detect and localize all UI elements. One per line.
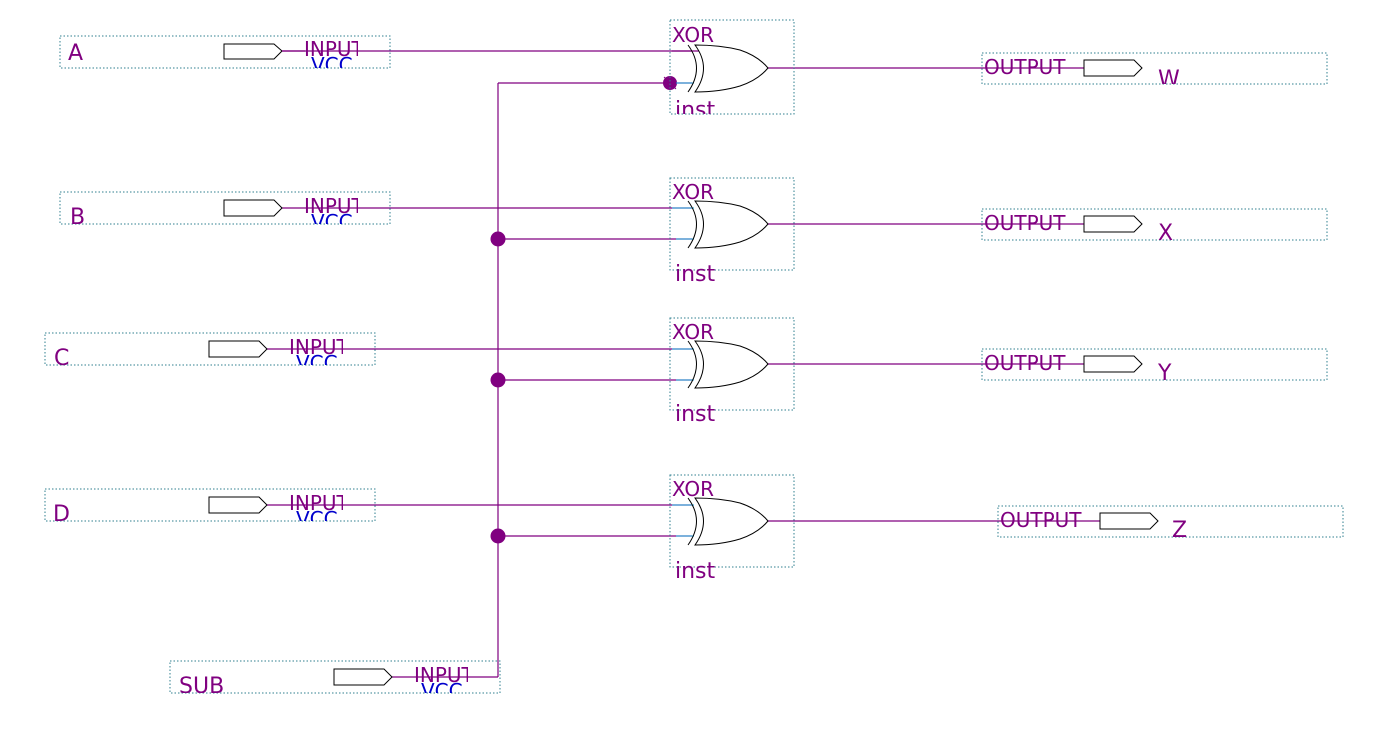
input-pin-default: VCC — [296, 351, 338, 375]
input-pin-symbol — [333, 668, 393, 686]
xor-gate-symbol — [694, 497, 769, 546]
output-pin-type: OUTPUT — [1000, 508, 1082, 532]
output-pin-y[interactable]: OUTPUT Y — [981, 348, 1328, 386]
input-pin-type: INPUT — [304, 37, 365, 61]
xor-gate-4[interactable]: XOR inst — [669, 474, 795, 584]
output-pin-symbol — [1083, 59, 1143, 77]
gate-instance: inst — [675, 402, 716, 427]
gate-box — [669, 19, 795, 115]
output-pin-name: W — [1158, 67, 1180, 92]
junctions — [490, 76, 677, 544]
xor-gate-2[interactable]: XOR inst — [669, 177, 795, 287]
input-pin-box — [169, 660, 501, 694]
output-pin-symbol — [1099, 512, 1159, 530]
output-pin-name: Y — [1157, 361, 1172, 386]
output-pin-box — [981, 208, 1328, 241]
output-pin-type: OUTPUT — [984, 211, 1066, 235]
input-pin-sub[interactable]: SUB INPUT VCC — [169, 660, 501, 703]
input-pin-symbol — [223, 199, 283, 217]
output-pin-w[interactable]: OUTPUT W — [981, 52, 1328, 92]
input-pin-symbol — [223, 43, 283, 60]
gate-instance: inst — [675, 98, 716, 123]
junction-cross — [663, 76, 677, 90]
input-pin-d[interactable]: D INPUT VCC — [44, 488, 376, 531]
input-pin-name: A — [68, 41, 83, 66]
xor-gate-3[interactable]: XOR inst — [669, 317, 795, 427]
junction-dot — [490, 231, 506, 247]
gate-type: XOR — [672, 477, 714, 501]
input-pin-name: SUB — [179, 674, 224, 699]
input-pin-box — [59, 35, 391, 69]
input-pin-symbol — [208, 496, 268, 514]
gate-instance: inst — [675, 262, 716, 287]
output-pin-name: Z — [1172, 518, 1187, 543]
input-pin-default: VCC — [311, 53, 353, 77]
input-pin-b[interactable]: B INPUT VCC — [59, 191, 391, 234]
input-pin-name: D — [53, 502, 70, 527]
input-pin-default: VCC — [296, 507, 338, 531]
xor-gate-symbol — [694, 340, 769, 389]
output-pin-type: OUTPUT — [984, 55, 1066, 79]
output-pin-box — [981, 348, 1328, 381]
gate-type: XOR — [672, 320, 714, 344]
input-pin-box — [59, 191, 391, 225]
output-pin-name: X — [1158, 221, 1173, 246]
input-pin-default: VCC — [311, 210, 353, 234]
input-pin-symbol — [208, 340, 268, 358]
output-pin-symbol — [1083, 215, 1143, 233]
input-pin-name: B — [70, 205, 85, 230]
output-pin-box — [997, 505, 1344, 538]
input-pin-type: INPUT — [289, 335, 350, 359]
gate-instance: inst — [675, 559, 716, 584]
xor-gate-symbol — [694, 200, 769, 249]
input-pin-default: VCC — [421, 679, 463, 703]
gate-type: XOR — [672, 180, 714, 204]
input-pin-type: INPUT — [289, 491, 350, 515]
gate-box — [669, 474, 795, 568]
xor-gate-1[interactable]: XOR inst — [669, 19, 795, 123]
input-pin-type: INPUT — [414, 663, 475, 687]
junction-dot — [490, 528, 506, 544]
output-pin-z[interactable]: OUTPUT Z — [997, 505, 1344, 543]
gate-box — [669, 177, 795, 271]
input-pin-box — [44, 332, 376, 366]
input-pin-c[interactable]: C INPUT VCC — [44, 332, 376, 375]
input-pin-name: C — [54, 346, 69, 371]
input-pin-a[interactable]: A INPUT VCC — [59, 35, 391, 77]
input-pin-type: INPUT — [304, 194, 365, 218]
input-pin-box — [44, 488, 376, 522]
output-pin-symbol — [1083, 355, 1143, 373]
output-pin-x[interactable]: OUTPUT X — [981, 208, 1328, 246]
xor-gate-symbol — [694, 44, 769, 93]
junction-dot — [490, 372, 506, 388]
gate-box — [669, 317, 795, 411]
gate-type: XOR — [672, 23, 714, 47]
output-pin-type: OUTPUT — [984, 351, 1066, 375]
output-pin-box — [981, 52, 1328, 85]
